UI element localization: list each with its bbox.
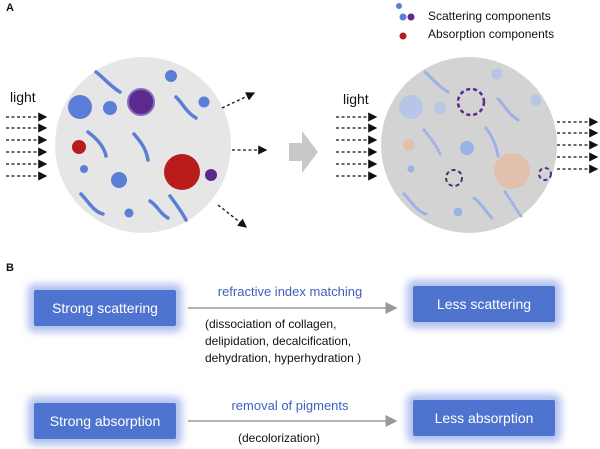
strong-absorption-label: Strong absorption bbox=[49, 413, 161, 429]
left-particles bbox=[68, 70, 217, 218]
row1-note-line: dehydration, hyperhydration ) bbox=[205, 351, 362, 365]
row1-note: (dissociation of collagen, delipidation,… bbox=[205, 316, 405, 367]
left-light-label: light bbox=[10, 89, 36, 105]
row2-note-line: (decolorization) bbox=[238, 431, 321, 445]
strong-scattering-box: Strong scattering bbox=[34, 290, 176, 326]
row2-note: (decolorization) bbox=[238, 430, 398, 447]
less-absorption-label: Less absorption bbox=[434, 410, 534, 426]
less-scattering-box: Less scattering bbox=[413, 286, 555, 322]
legend-absorption-icon bbox=[399, 32, 407, 40]
row1-note-line: delipidation, decalcification, bbox=[205, 334, 352, 348]
strong-scattering-label: Strong scattering bbox=[52, 300, 158, 316]
left-scattered-light-arrows bbox=[217, 92, 268, 228]
right-incoming-light-arrows bbox=[336, 112, 378, 181]
left-collagen-fibers bbox=[79, 70, 198, 222]
strong-absorption-box: Strong absorption bbox=[34, 403, 176, 439]
right-decolorized-rings bbox=[445, 87, 552, 187]
right-collagen-fibers bbox=[402, 70, 520, 220]
panel-a-label: A bbox=[6, 2, 14, 14]
left-incoming-light-arrows bbox=[6, 112, 48, 181]
panel-b-label: B bbox=[6, 262, 14, 274]
row1-method-label: refractive index matching bbox=[217, 284, 363, 299]
legend-absorption-label: Absorption components bbox=[428, 27, 555, 41]
right-transmitted-light-arrows bbox=[557, 117, 599, 174]
transition-arrow bbox=[289, 131, 318, 173]
row2-method-label: removal of pigments bbox=[231, 398, 349, 413]
less-absorption-box: Less absorption bbox=[413, 400, 555, 436]
less-scattering-label: Less scattering bbox=[436, 296, 532, 312]
legend-scattering-label: Scattering components bbox=[428, 9, 551, 23]
row1-note-line: (dissociation of collagen, bbox=[205, 317, 337, 331]
right-particles bbox=[399, 68, 542, 217]
right-dotted-fibers bbox=[422, 128, 523, 218]
legend-scattering-icon bbox=[396, 3, 415, 21]
right-light-label: light bbox=[343, 91, 369, 107]
